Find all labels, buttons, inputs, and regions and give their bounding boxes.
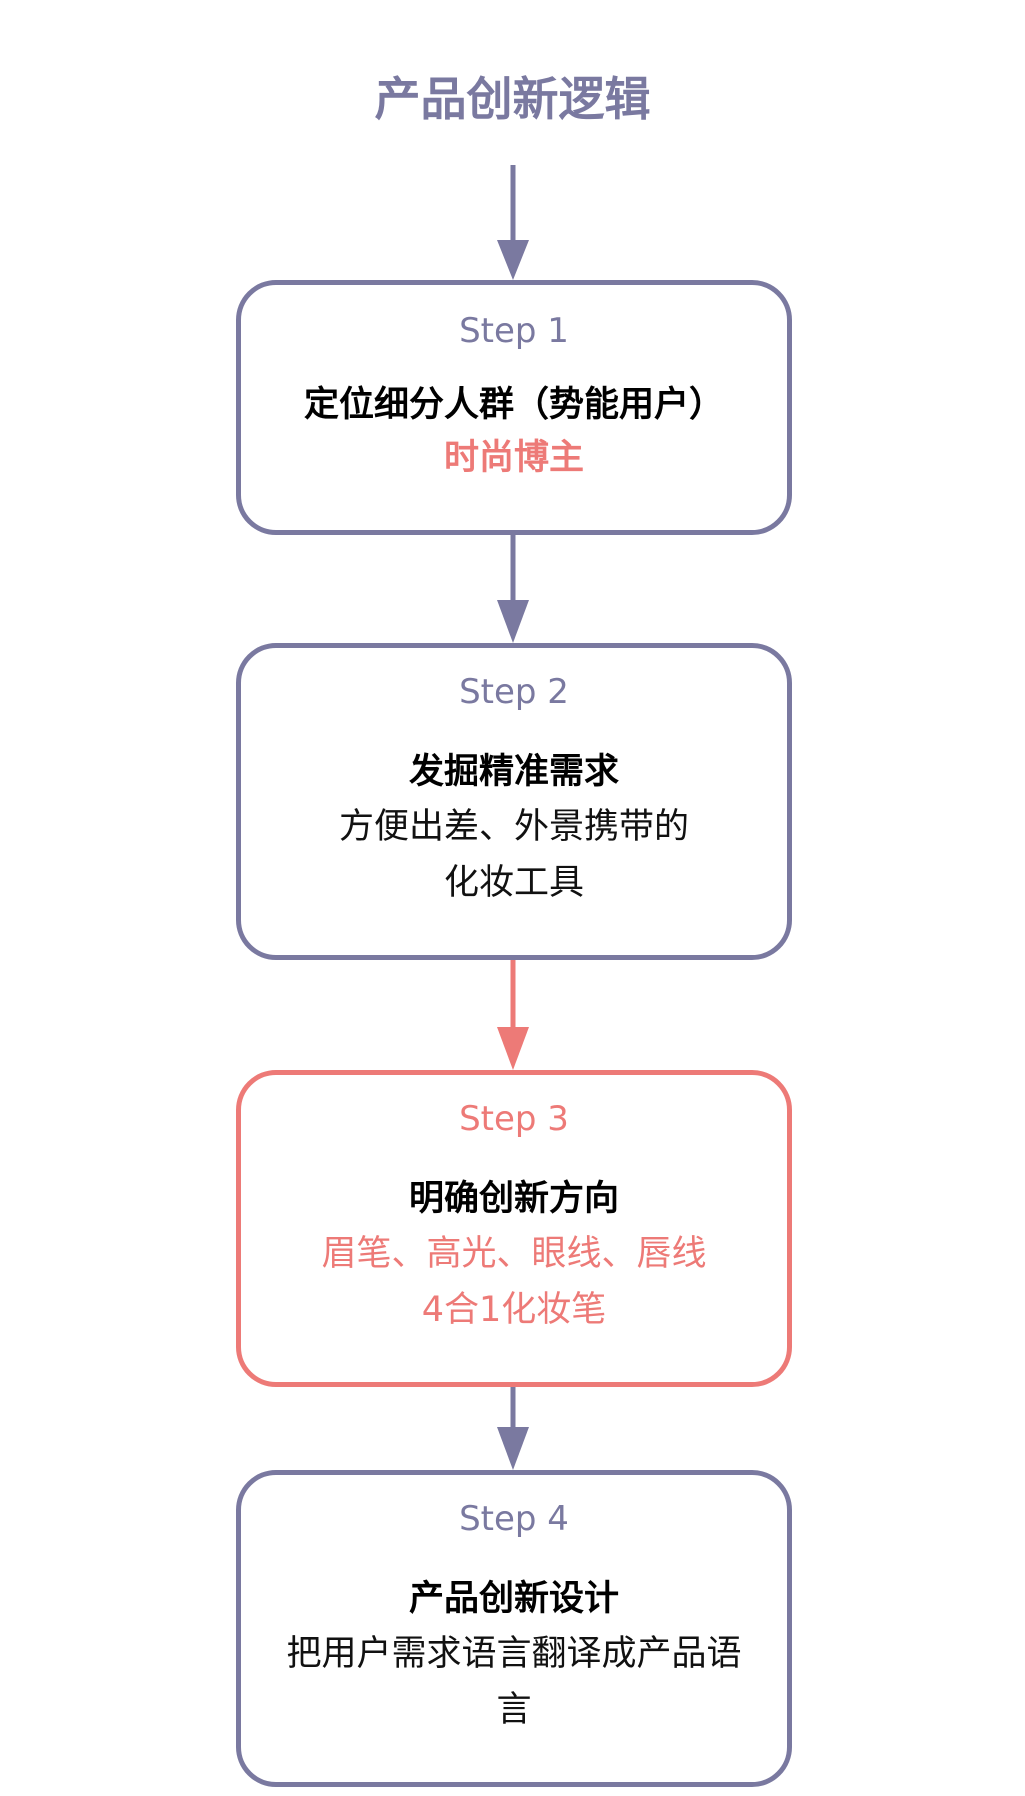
step-heading: 定位细分人群（势能用户） xyxy=(303,384,724,425)
step-description-line: 言 xyxy=(496,1689,532,1730)
arrow-title-to-step1 xyxy=(497,165,529,280)
step-card-1: Step 1 定位细分人群（势能用户） 时尚博主 xyxy=(236,280,792,535)
step-heading: 明确创新方向 xyxy=(408,1178,619,1219)
step-label: Step 1 xyxy=(459,311,569,351)
arrow-step2-to-step3 xyxy=(497,960,529,1070)
step-card-4: Step 4 产品创新设计 把用户需求语言翻译成产品语 言 xyxy=(236,1470,792,1787)
arrow-step1-to-step2 xyxy=(497,535,529,643)
diagram-title: 产品创新逻辑 xyxy=(374,72,651,126)
arrow-step3-to-step4 xyxy=(497,1387,529,1470)
step-label: Step 3 xyxy=(459,1099,569,1139)
step-description-line: 方便出差、外景携带的 xyxy=(338,806,689,847)
step-label: Step 4 xyxy=(459,1499,569,1539)
step-heading: 产品创新设计 xyxy=(408,1578,619,1619)
step-description-line: 把用户需求语言翻译成产品语 xyxy=(286,1633,742,1674)
step-description-line: 化妆工具 xyxy=(443,862,584,903)
step-heading: 发掘精准需求 xyxy=(408,751,619,792)
step-description-line: 眉笔、高光、眼线、唇线 xyxy=(321,1233,707,1274)
step-label: Step 2 xyxy=(459,672,569,712)
step-description-line: 时尚博主 xyxy=(443,437,584,478)
step-description-line: 4合1化妆笔 xyxy=(421,1289,607,1330)
step-card-2: Step 2 发掘精准需求 方便出差、外景携带的 化妆工具 xyxy=(236,643,792,960)
step-card-3: Step 3 明确创新方向 眉笔、高光、眼线、唇线 4合1化妆笔 xyxy=(236,1070,792,1387)
